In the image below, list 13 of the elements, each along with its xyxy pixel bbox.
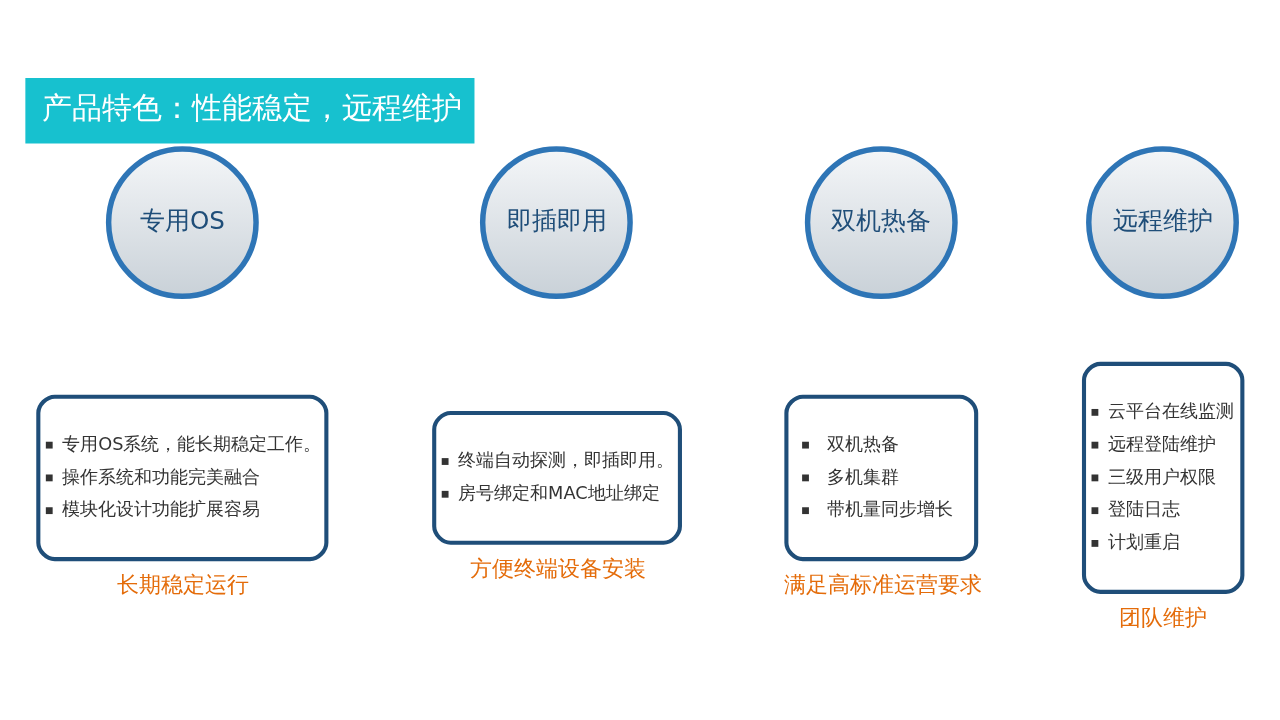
node-label: 满足高标准运营要求 bbox=[784, 571, 983, 597]
node-box: 专用OS系统，能长期稳定工作。 操作系统和功能完美融合 模块化设计功能扩展容易 bbox=[36, 394, 329, 561]
node-label: 方便终端设备安装 bbox=[470, 555, 647, 581]
node-box: 双机热备 多机集群 带机量同步增长 bbox=[784, 394, 979, 561]
node-box: 终端自动探测，即插即用。 房号绑定和MAC地址绑定 bbox=[432, 410, 682, 545]
node-label: 长期稳定运行 bbox=[117, 571, 250, 597]
node-box: 云平台在线监测 远程登陆维护 三级用户权限 登陆日志 计划重启 bbox=[1081, 361, 1245, 594]
node-label: 团队维护 bbox=[1119, 604, 1208, 630]
diagram-title: 产品特色：性能稳定，远程维护 bbox=[42, 89, 463, 125]
node-circle: 即插即用 bbox=[479, 145, 633, 299]
node-circle: 专用OS bbox=[105, 145, 259, 299]
node-circle: 双机热备 bbox=[804, 145, 958, 299]
node-circle: 远程维护 bbox=[1086, 145, 1239, 299]
